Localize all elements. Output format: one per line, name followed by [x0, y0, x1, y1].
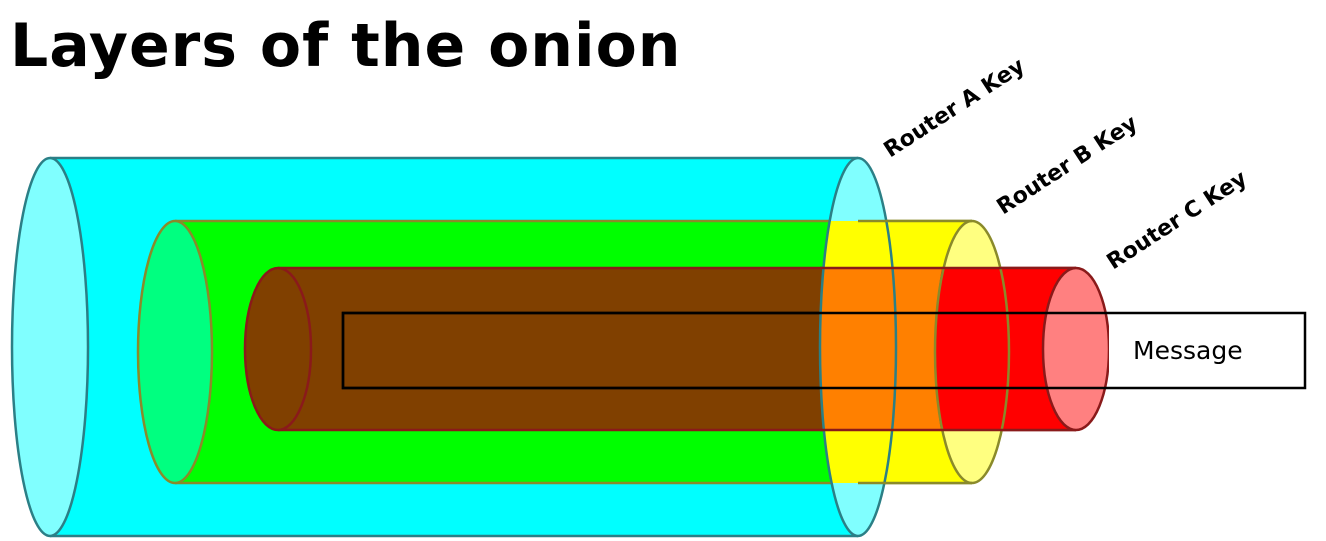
layer-b-back-cap [136, 219, 214, 485]
layer-a-front-cap [818, 156, 898, 538]
message-label: Message [1133, 336, 1243, 365]
layer-c-back-cap [243, 266, 313, 432]
layer-a-back-cap [10, 156, 90, 538]
layer-c-front-cap [1041, 266, 1111, 432]
diagram-title: Layers of the onion [10, 11, 682, 81]
message-box-exposed [1109, 314, 1304, 387]
router-a-key-label: Router A Key [880, 54, 1030, 163]
router-c-key-label: Router C Key [1103, 166, 1252, 275]
router-b-key-label: Router B Key [993, 111, 1142, 220]
layer-b-front-cap [933, 219, 1011, 485]
message-box [341, 311, 1307, 390]
